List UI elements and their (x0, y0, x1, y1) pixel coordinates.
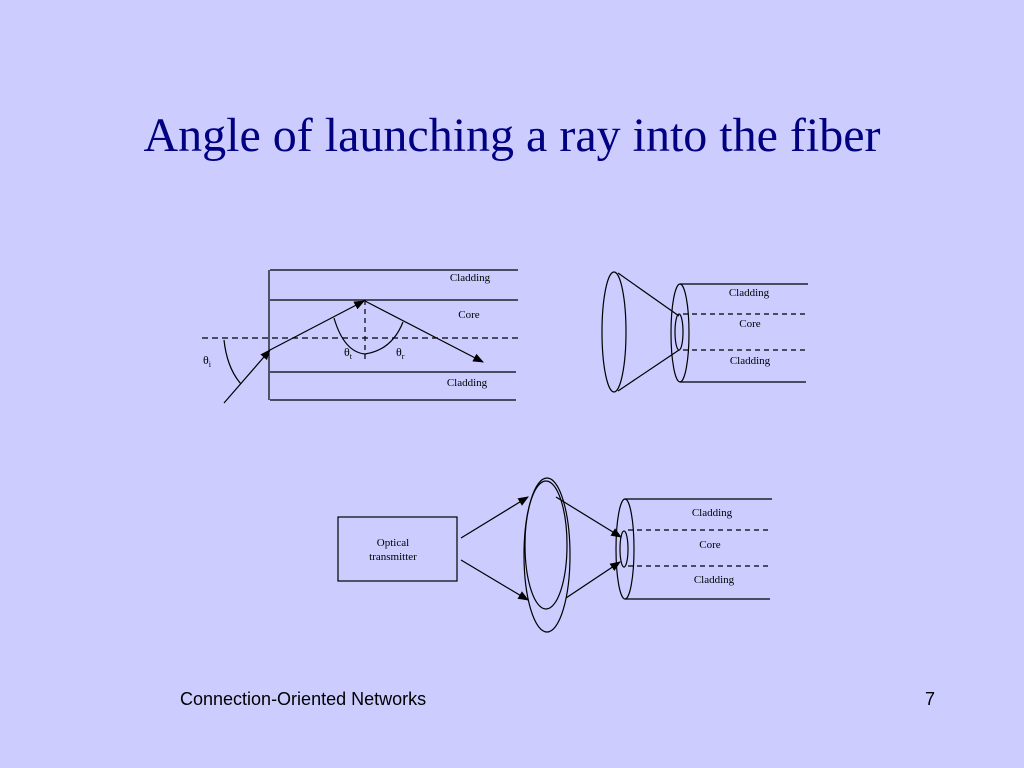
lens-outer (523, 477, 571, 633)
incidence-angle-arc (223, 339, 242, 385)
cone-bottom-cladding-label: Cladding (730, 355, 771, 367)
ray-top-cladding-label: Cladding (450, 272, 491, 284)
lens-top-cladding-label: Cladding (692, 507, 733, 519)
refracted-ray (269, 300, 365, 351)
lens-ray-upper-out (555, 496, 622, 538)
optical-transmitter-box (337, 516, 458, 582)
cone-side-bottom (617, 349, 680, 392)
lens-core-label: Core (699, 539, 721, 551)
lens-inner (524, 480, 568, 610)
cone-diagram-labels: Cladding Core Cladding (729, 287, 771, 367)
lens-ray-lower-in (460, 559, 529, 601)
lens-bottom-cladding-label: Cladding (694, 574, 735, 586)
ray-diagram (202, 269, 518, 404)
theta-reflected-label: θr (396, 345, 405, 361)
incident-ray (223, 349, 271, 404)
ray-bottom-cladding-label: Cladding (447, 377, 488, 389)
cone-core-label: Core (739, 318, 761, 330)
theta-incidence-label: θi (203, 353, 212, 369)
cone-base-ellipse (601, 271, 627, 393)
reflected-angle-arc (364, 321, 404, 355)
page-number: 7 (925, 689, 936, 709)
cone-top-cladding-label: Cladding (729, 287, 770, 299)
lens-ray-lower-out (565, 561, 621, 599)
fiber-end-ellipse (670, 283, 690, 383)
cone-side-top (617, 272, 680, 317)
lens-diagram (337, 477, 772, 633)
lens-diagram-labels: Optical transmitter Cladding Core Claddi… (369, 507, 734, 586)
lens-fiber-core-ellipse (619, 530, 629, 568)
theta-transmitted-label: θt (344, 345, 353, 361)
slide-title: Angle of launching a ray into the fiber (143, 109, 881, 162)
cone-diagram (601, 271, 808, 393)
ray-core-label: Core (458, 309, 480, 321)
ray-diagram-labels: Cladding Core Cladding θi θt θr (203, 272, 491, 389)
transmitted-angle-arc (333, 317, 366, 355)
footer-text: Connection-Oriented Networks (180, 689, 427, 709)
reflected-ray (364, 300, 484, 363)
transmitter-label-line2: transmitter (369, 551, 417, 563)
transmitter-label-line1: Optical (377, 537, 409, 549)
lens-fiber-end-ellipse (615, 498, 635, 600)
fiber-core-ellipse (674, 313, 684, 351)
lens-ray-upper-in (460, 496, 529, 539)
